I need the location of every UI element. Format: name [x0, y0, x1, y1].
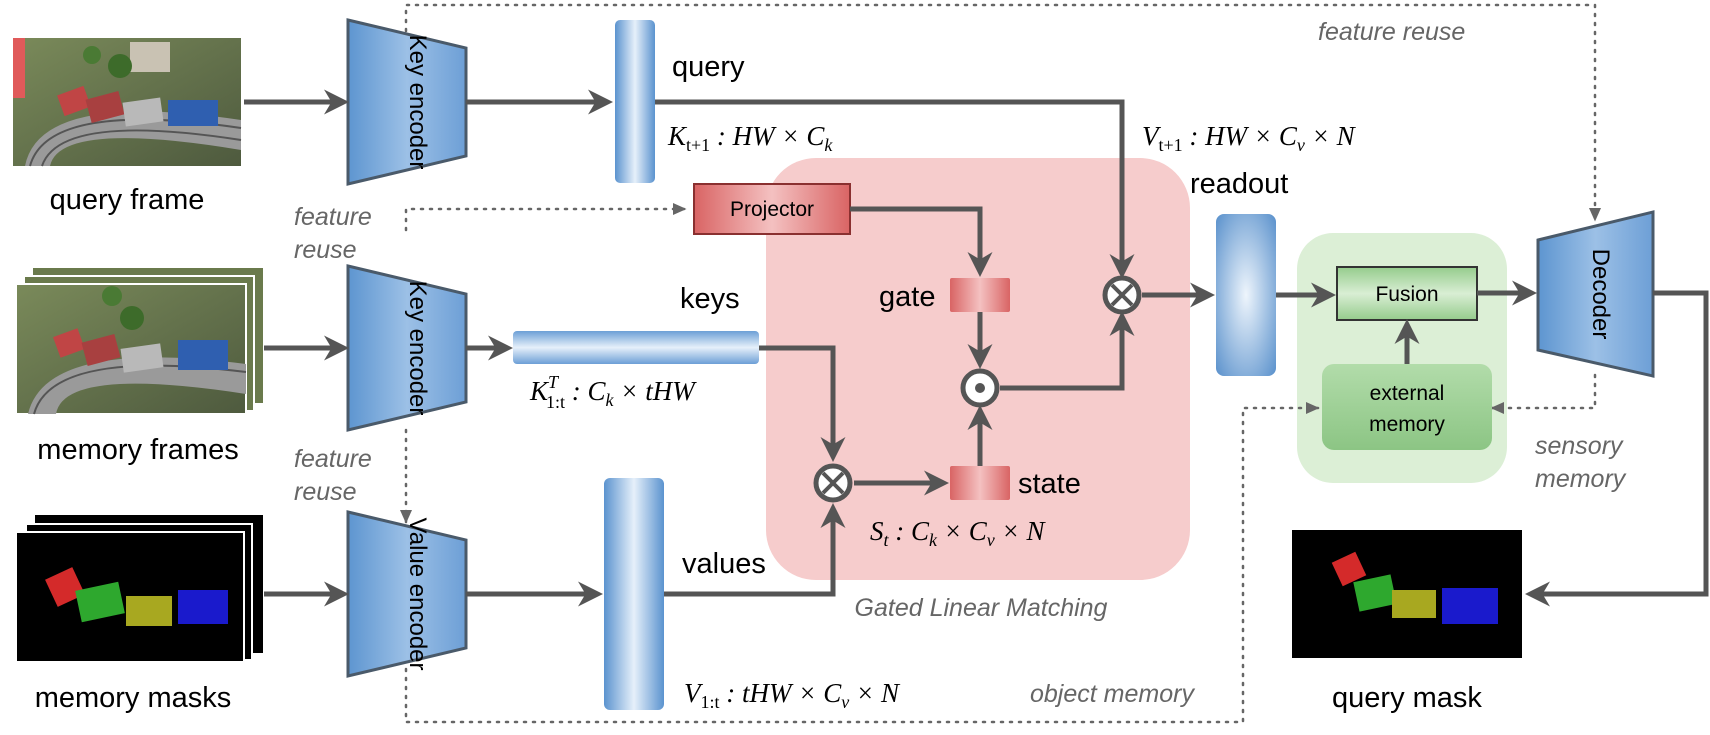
query-feature-bar: [615, 20, 655, 183]
sensory-memory-annotation-line1: sensory: [1535, 432, 1624, 460]
state-label: state: [1018, 468, 1081, 500]
memory-frames-images: [15, 268, 263, 415]
feature-reuse-mid-annotation-line1: feature: [294, 203, 372, 231]
external-memory-label-line2: memory: [1369, 413, 1445, 436]
keys-label: keys: [680, 283, 740, 315]
flow-arrows: [244, 89, 1709, 607]
value-encoder-label: Value encoder: [404, 518, 431, 671]
object-memory-line: [404, 402, 1320, 724]
key-encoder-top-label: Key encoder: [404, 35, 431, 170]
state-formula: St : Ck × Cv × N: [870, 516, 1046, 550]
feature-reuse-to-projector-line: [404, 203, 687, 232]
query-frame-label: query frame: [50, 184, 205, 216]
values-label: values: [682, 548, 766, 580]
value-encoder: Value encoder: [346, 510, 468, 678]
object-memory-annotation: object memory: [1030, 680, 1195, 708]
state-block: [950, 466, 1010, 500]
values-feature-bar: [604, 478, 664, 710]
memory-frames-label: memory frames: [37, 434, 238, 466]
external-memory-block: [1322, 364, 1492, 450]
feature-reuse-mid-annotation-line2: reuse: [294, 236, 357, 264]
feature-reuse-low-annotation-line2: reuse: [294, 478, 357, 506]
otimes-query-operator: [1102, 275, 1142, 315]
feature-reuse-top-line: [404, 3, 1601, 222]
k-query-formula: Kt+1 : HW × Ck: [667, 121, 833, 155]
values-formula: V1:t : tHW × Cv × N: [684, 678, 901, 712]
gate-label: gate: [879, 281, 935, 313]
key-encoder-middle-label: Key encoder: [404, 281, 431, 416]
otimes-keys-operator: [813, 463, 853, 503]
query-mask-label: query mask: [1332, 682, 1482, 714]
decoder: Decoder: [1536, 210, 1655, 378]
sensory-memory-annotation-line2: memory: [1535, 465, 1627, 493]
feature-reuse-top-annotation: feature reuse: [1318, 18, 1465, 46]
readout-feature-bar: [1216, 214, 1276, 376]
readout-label: readout: [1190, 168, 1288, 200]
query-mask-image: [1292, 530, 1522, 658]
projector-label: Projector: [730, 198, 814, 221]
keys-feature-bar: [513, 331, 759, 364]
projector-block: [693, 183, 851, 235]
odot-operator: [960, 368, 1000, 408]
decoder-label: Decoder: [1587, 249, 1614, 340]
feature-reuse-low-annotation-line1: feature: [294, 445, 372, 473]
gate-block: [950, 278, 1010, 312]
external-memory-label-line1: external: [1370, 382, 1445, 405]
v-query-formula: Vt+1 : HW × Cv × N: [1142, 121, 1357, 155]
query-label: query: [672, 51, 745, 83]
query-frame-image: [13, 38, 242, 167]
memory-masks-images: [15, 515, 263, 663]
fusion-label: Fusion: [1375, 283, 1438, 306]
key-encoder-middle: Key encoder: [346, 264, 468, 432]
memory-masks-label: memory masks: [35, 682, 232, 714]
sensory-memory-line: [1490, 373, 1597, 414]
key-encoder-top: Key encoder: [346, 18, 468, 186]
gated-linear-matching-annotation: Gated Linear Matching: [855, 594, 1108, 622]
